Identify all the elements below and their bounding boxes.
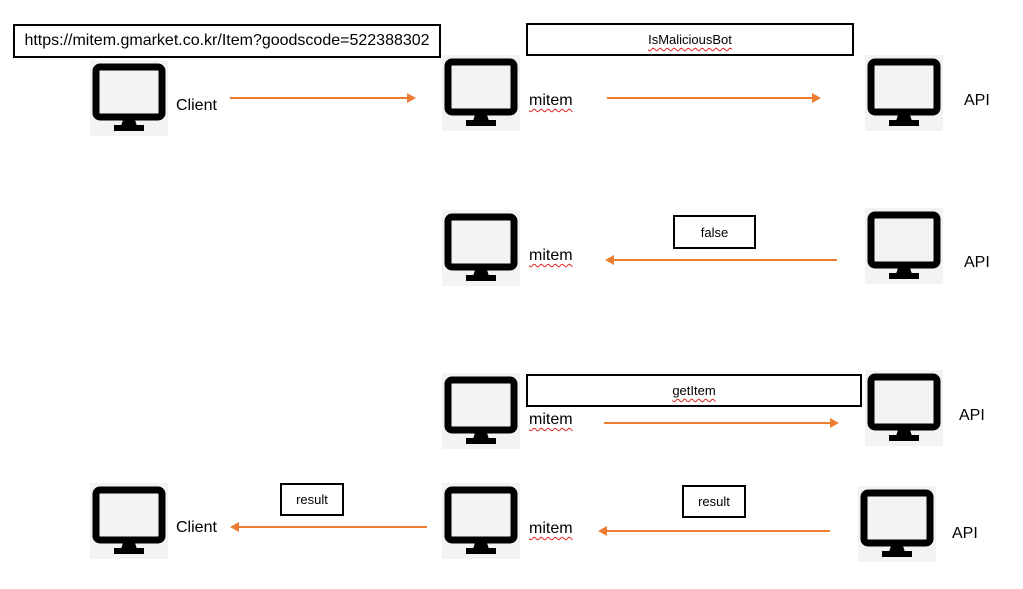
mitem-monitor-icon (442, 373, 520, 449)
mitem-monitor-icon (442, 483, 520, 559)
arrow-client-to-mitem (230, 93, 416, 103)
false-box: false (673, 215, 756, 249)
call-label-ismaliciousbot: IsMaliciousBot (648, 32, 732, 47)
arrow-api-to-mitem (598, 526, 830, 536)
call-box-ismaliciousbot: IsMaliciousBot (526, 23, 854, 56)
call-label-getitem: getItem (672, 383, 716, 398)
api-label: API (964, 254, 990, 271)
api-monitor-icon (865, 370, 943, 446)
call-box-getitem: getItem (526, 374, 862, 407)
arrow-mitem-to-api (604, 418, 839, 428)
api-label: API (964, 92, 990, 109)
url-box: https://mitem.gmarket.co.kr/Item?goodsco… (13, 24, 441, 58)
mitem-label: mitem (529, 247, 573, 264)
mitem-label: mitem (529, 411, 573, 428)
client-monitor-icon (90, 483, 168, 559)
api-label: API (952, 525, 978, 542)
api-monitor-icon (865, 208, 943, 284)
client-label: Client (176, 97, 217, 114)
url-text: https://mitem.gmarket.co.kr/Item?goodsco… (24, 32, 430, 49)
result-box-api: result (682, 485, 746, 518)
mitem-label: mitem (529, 520, 573, 537)
api-monitor-icon (858, 486, 936, 562)
result-label-api: result (698, 494, 730, 509)
arrow-mitem-to-client (230, 522, 427, 532)
arrow-mitem-to-api (607, 93, 821, 103)
mitem-label: mitem (529, 92, 573, 109)
mitem-monitor-icon (442, 55, 520, 131)
client-label: Client (176, 519, 217, 536)
api-label: API (959, 407, 985, 424)
result-box-client: result (280, 483, 344, 516)
api-monitor-icon (865, 55, 943, 131)
arrow-api-to-mitem (605, 255, 837, 265)
false-label: false (700, 224, 729, 240)
result-label-client: result (296, 492, 328, 507)
client-monitor-icon (90, 60, 168, 136)
mitem-monitor-icon (442, 210, 520, 286)
